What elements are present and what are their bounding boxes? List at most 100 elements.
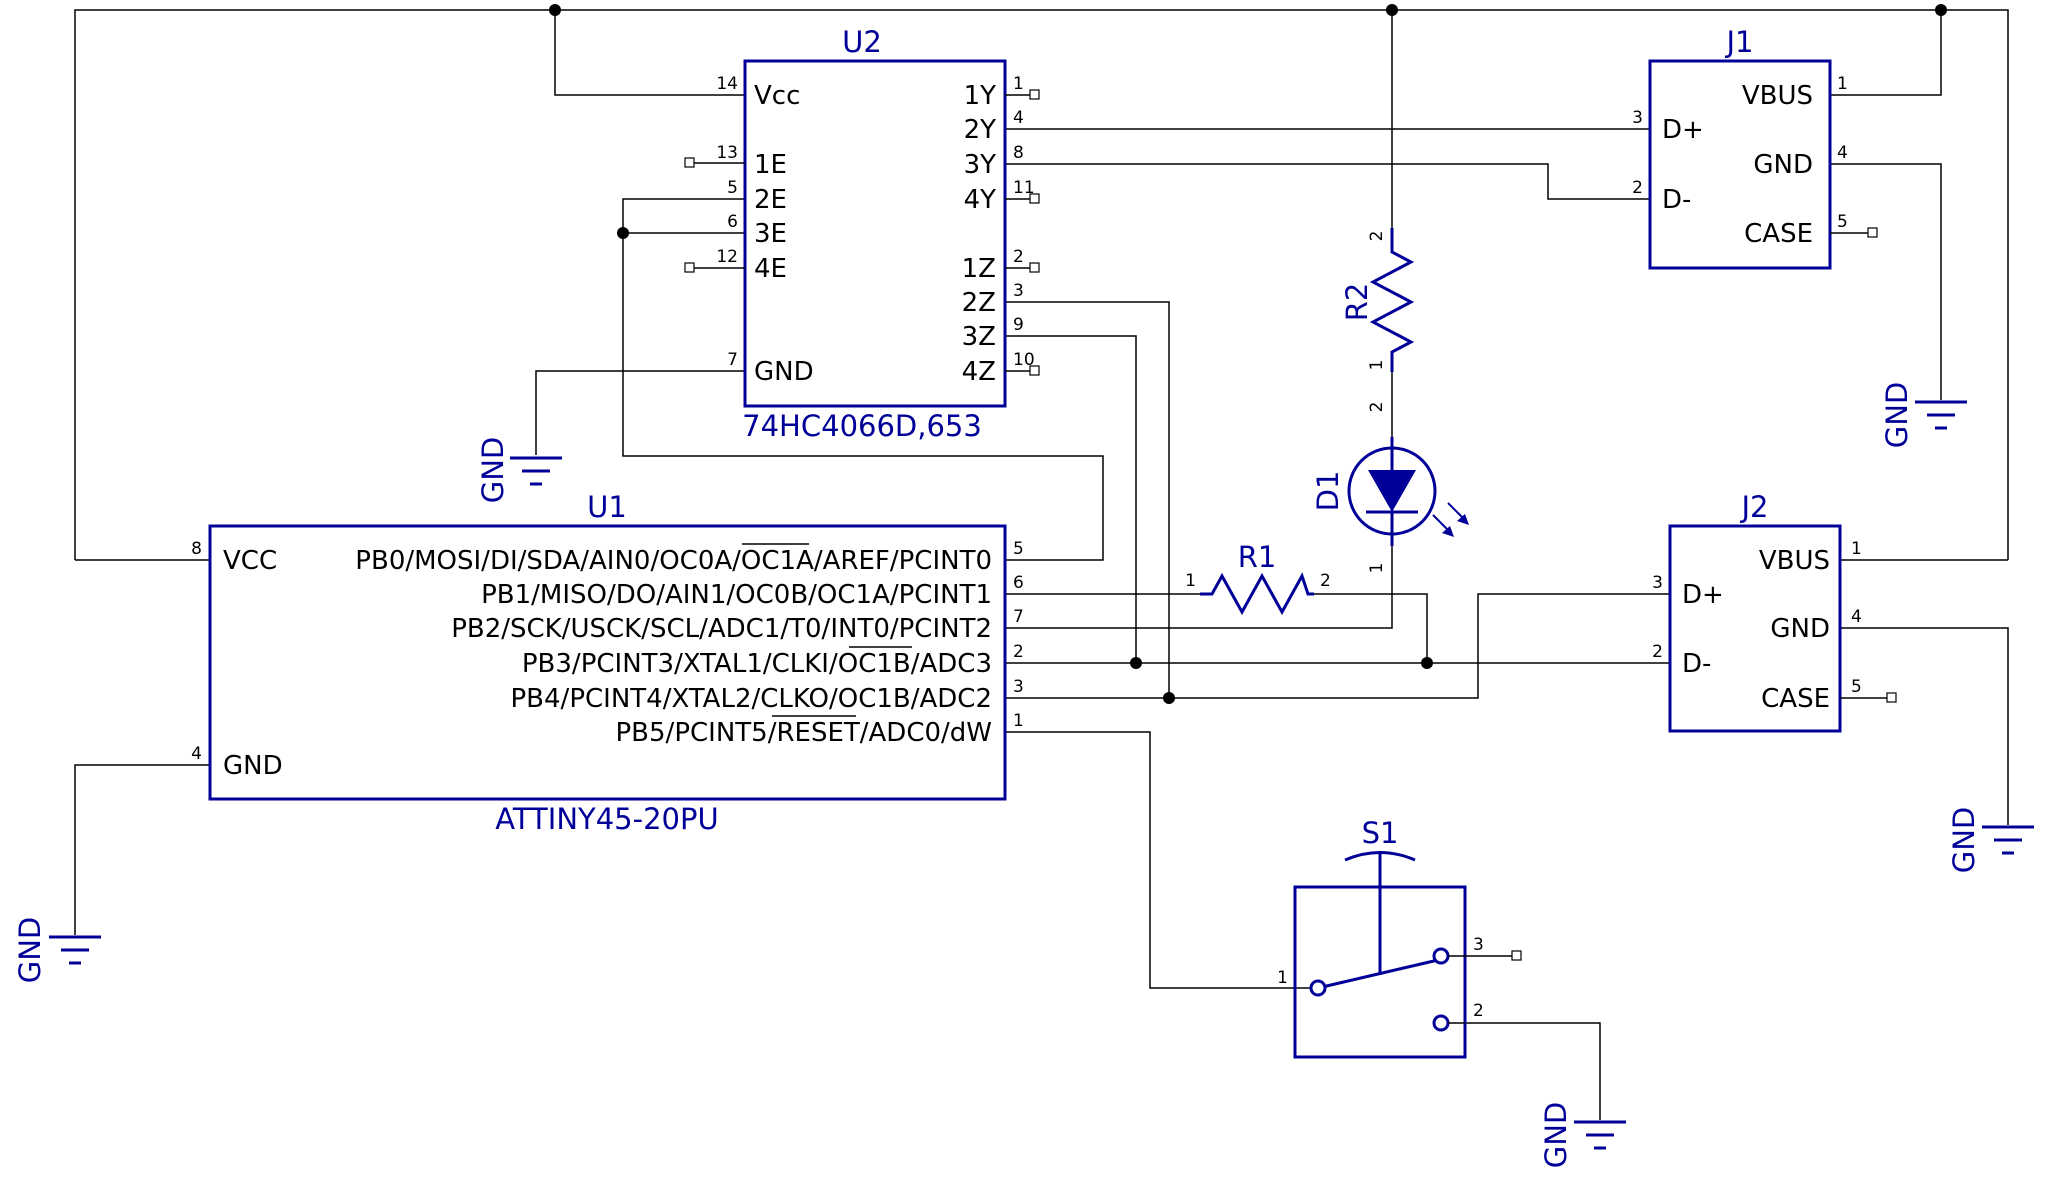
j1-ref: J1	[1724, 25, 1753, 59]
j1-pin-label: GND	[1753, 150, 1813, 180]
u1-pin-label: PB3/PCINT3/XTAL1/CLKI/OC1B/ADC3	[522, 649, 992, 679]
gnd-symbol: GND	[13, 917, 101, 984]
junction-dot	[1935, 4, 1947, 16]
u2-pin-label: 2Y	[964, 115, 997, 145]
no-connect-marker	[1029, 262, 1040, 273]
s1-pin-number: 2	[1473, 1001, 1484, 1021]
u2-pin-label: 1E	[754, 150, 787, 180]
j2-pin-number: 3	[1652, 573, 1663, 593]
junction-dot	[1163, 692, 1175, 704]
junction-dot	[617, 227, 629, 239]
j1-pin-number: 4	[1837, 143, 1848, 163]
no-connect-marker	[1867, 227, 1878, 238]
u2-pin-number: 12	[716, 247, 738, 267]
j2-pin-label: D-	[1682, 649, 1711, 679]
u2-pin-label: 3Z	[962, 322, 996, 352]
gnd-label: GND	[1539, 1102, 1573, 1169]
r1-resistor: R1 1 2	[1185, 540, 1331, 616]
u2-pin-label: 1Z	[962, 254, 996, 284]
gnd-symbol: GND	[476, 437, 562, 504]
u2-pin-number: 6	[727, 212, 738, 232]
no-connect-marker	[1029, 365, 1040, 376]
u2-pin-number: 4	[1013, 108, 1024, 128]
gnd-symbol: GND	[1947, 807, 2034, 874]
j2-pin-label: CASE	[1761, 684, 1830, 714]
u1-pin-label: PB1/MISO/DO/AIN1/OC0B/OC1A/PCINT1	[481, 580, 992, 610]
no-connect-marker	[684, 262, 695, 273]
no-connect-marker	[1511, 950, 1522, 961]
u1-value: ATTINY45-20PU	[495, 802, 718, 836]
u2-pin-number: 10	[1013, 350, 1035, 370]
j1-pin-label: D+	[1662, 115, 1704, 145]
u1-pin-number: 4	[191, 744, 202, 764]
junction-dot	[1130, 657, 1142, 669]
u2-pin-label: 3E	[754, 219, 787, 249]
d1-ref: D1	[1311, 471, 1345, 512]
r2-ref: R2	[1340, 283, 1374, 322]
j2-pin-label: D+	[1682, 580, 1724, 610]
gnd-label: GND	[13, 917, 47, 984]
no-connect-marker	[1029, 193, 1040, 204]
u2-pin-label: 4Y	[964, 185, 997, 215]
u2-pin-label: 2E	[754, 185, 787, 215]
j1-pin-number: 3	[1632, 108, 1643, 128]
s1-ref: S1	[1362, 816, 1399, 850]
u2-pin-number: 3	[1013, 281, 1024, 301]
r2-pin-number: 2	[1367, 231, 1387, 242]
gnd-label: GND	[476, 437, 510, 504]
j2-pin-number: 5	[1851, 677, 1862, 697]
d1-pin-number: 2	[1367, 402, 1387, 413]
j2-ref: J2	[1739, 490, 1768, 524]
junction-dot	[549, 4, 561, 16]
j2-pin-number: 4	[1851, 607, 1862, 627]
u1-pin-label: PB4/PCINT4/XTAL2/CLKO/OC1B/ADC2	[511, 684, 993, 714]
gnd-label: GND	[1880, 382, 1914, 449]
u2-pin-number: 11	[1013, 178, 1035, 198]
u1-vcc-label: VCC	[223, 546, 277, 576]
r1-pin-number: 2	[1320, 571, 1331, 591]
j2-pin-number: 1	[1851, 539, 1862, 559]
u1-pin-number: 5	[1013, 539, 1024, 559]
u2-pin-label: 3Y	[964, 150, 997, 180]
j1-connector: J1 VBUS D+ GND D- CASE 1 3 4 2 5	[1632, 25, 1878, 270]
d1-led: D1 2 1	[1311, 402, 1469, 573]
u2-pin-number: 8	[1013, 143, 1024, 163]
j2-connector: J2 VBUS D+ GND D- CASE 1 3 4 2 5	[1652, 490, 1897, 733]
j1-pin-label: CASE	[1744, 219, 1813, 249]
u2-pin-number: 13	[716, 143, 738, 163]
u1-gnd-label: GND	[223, 751, 283, 781]
no-connect-marker	[1029, 89, 1040, 100]
gnd-symbol: GND	[1539, 1102, 1626, 1169]
junctions	[549, 4, 1947, 704]
u2-ref: U2	[842, 25, 882, 59]
r1-ref: R1	[1238, 540, 1277, 574]
u2-value: 74HC4066D,653	[742, 409, 982, 443]
wires	[74, 9, 2009, 1120]
j1-pin-label: VBUS	[1742, 81, 1813, 111]
u1-pin-label: PB5/PCINT5/RESET/ADC0/dW	[616, 718, 993, 748]
u1-pin-number: 1	[1013, 711, 1024, 731]
u2-pin-label: 2Z	[962, 288, 996, 318]
j1-pin-number: 2	[1632, 178, 1643, 198]
u1-pin-number: 6	[1013, 573, 1024, 593]
u2-pin-label: 1Y	[964, 81, 997, 111]
u1-ref: U1	[587, 490, 627, 524]
u1-pin-number: 3	[1013, 677, 1024, 697]
gnd-symbol: GND	[1880, 382, 1967, 449]
u2-chip: U2 74HC4066D,653 Vcc 1E 2E 3E 4E GND 14 …	[684, 25, 1040, 443]
j2-pin-label: GND	[1770, 614, 1830, 644]
u1-pin-label: PB2/SCK/USCK/SCL/ADC1/T0/INT0/PCINT2	[451, 614, 992, 644]
s1-switch: S1 1 3 2	[1277, 816, 1522, 1059]
u1-pin-number: 2	[1013, 642, 1024, 662]
gnd-label: GND	[1947, 807, 1981, 874]
s1-pin-number: 3	[1473, 935, 1484, 955]
j1-pin-number: 1	[1837, 74, 1848, 94]
u1-pin-number: 7	[1013, 607, 1024, 627]
u2-pin-number: 9	[1013, 315, 1024, 335]
u2-pin-number: 5	[727, 178, 738, 198]
u2-pin-number: 2	[1013, 247, 1024, 267]
r1-pin-number: 1	[1185, 571, 1196, 591]
r2-pin-number: 1	[1367, 360, 1387, 371]
r2-resistor: R2 2 1	[1340, 228, 1415, 437]
